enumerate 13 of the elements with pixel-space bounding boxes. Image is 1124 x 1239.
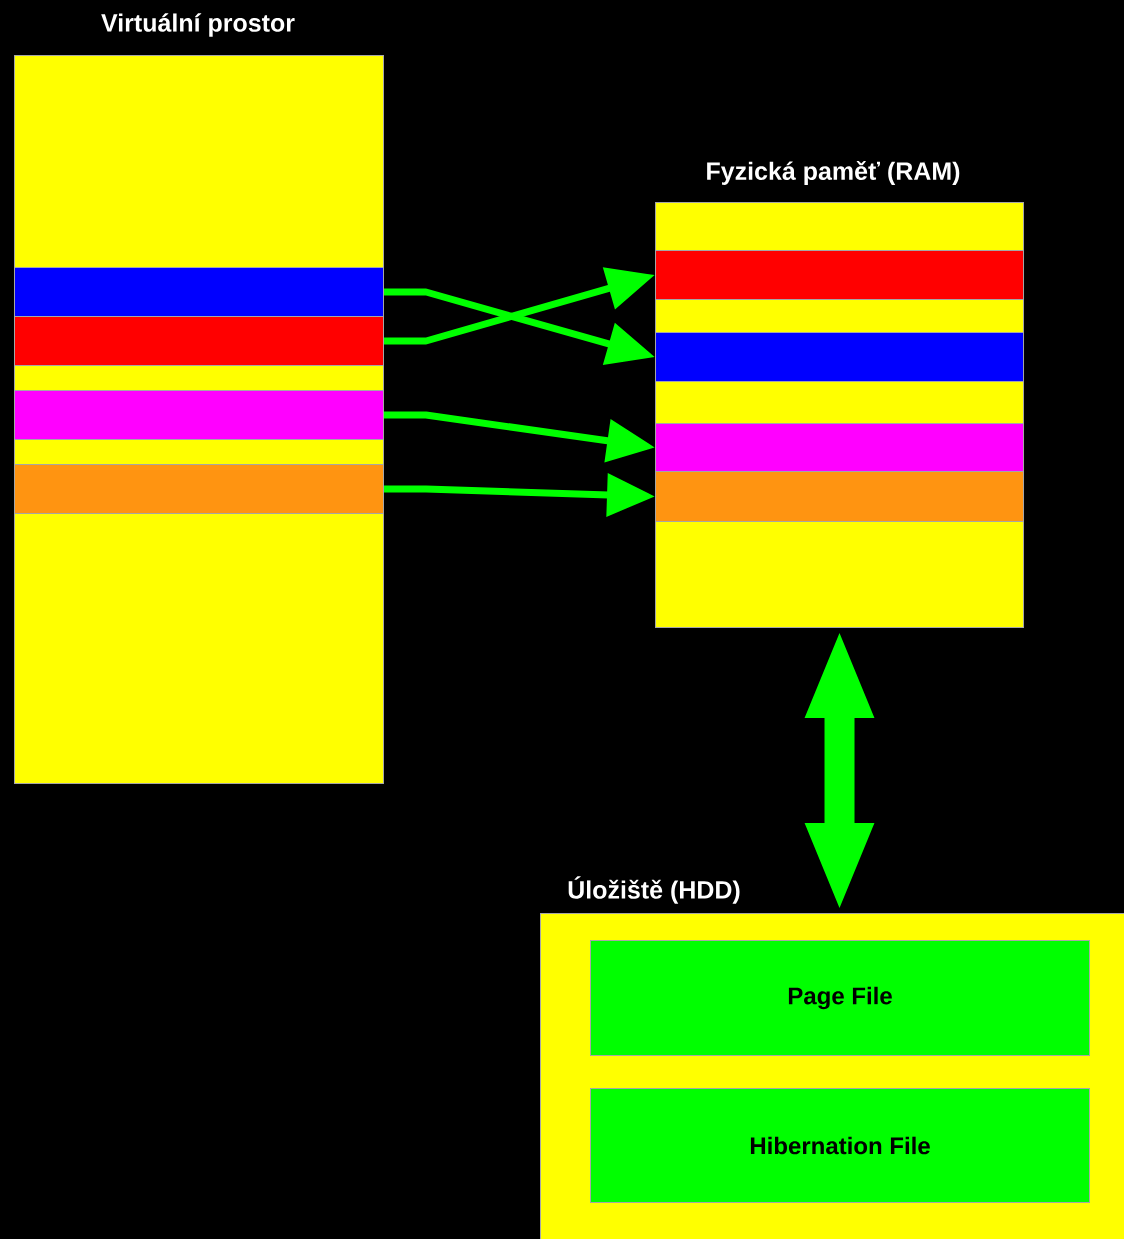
file-box: Hibernation File xyxy=(590,1088,1090,1203)
memory-page-band xyxy=(655,332,1024,382)
file-box: Page File xyxy=(590,940,1090,1056)
column-heading: Virtuální prostor xyxy=(101,13,295,37)
memory-page-band xyxy=(14,464,384,514)
column-heading: Fyzická paměť (RAM) xyxy=(707,161,960,185)
memory-page-band xyxy=(655,250,1024,300)
memory-page-band xyxy=(14,390,384,440)
memory-page-band xyxy=(655,423,1024,472)
column-heading: Úložiště (HDD) xyxy=(568,876,740,904)
memory-page-band xyxy=(14,267,384,317)
memory-page-band xyxy=(14,316,384,366)
memory-page-band xyxy=(655,471,1024,522)
